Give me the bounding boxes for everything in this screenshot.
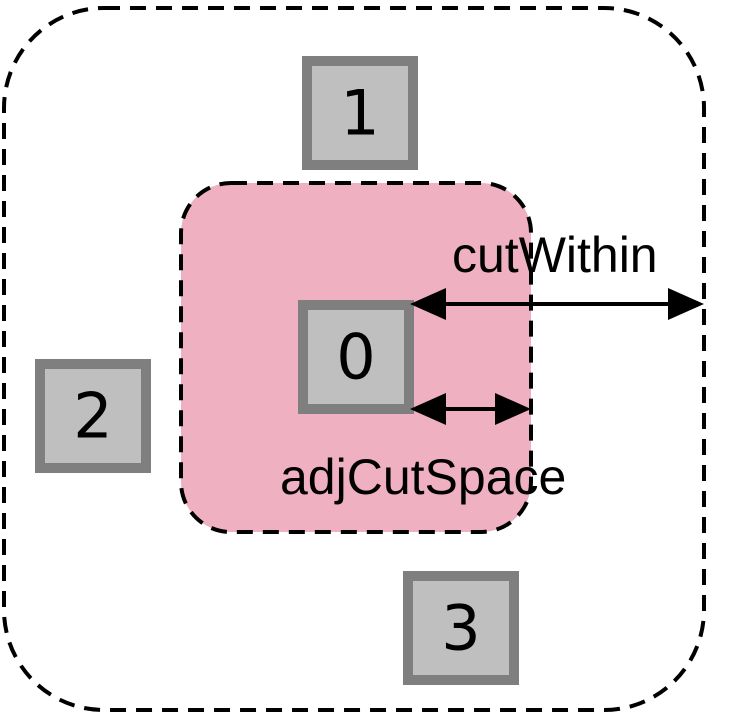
- cut-within-region: [2, 6, 706, 712]
- adj-cut-space-label: adjCutSpace: [280, 449, 566, 505]
- cut-within-arrowhead-left: [410, 288, 446, 320]
- adj-cut-space-arrowhead-right: [495, 393, 531, 425]
- cell-3: 3: [403, 571, 519, 685]
- cell-2-box: [35, 359, 151, 473]
- cell-3-box: [403, 571, 519, 685]
- cell-2: 2: [35, 359, 151, 473]
- cell-3-label: 3: [441, 592, 480, 665]
- cut-within-arrowhead-right: [668, 288, 704, 320]
- cell-0-box: [298, 300, 414, 414]
- cell-2-label: 2: [73, 380, 112, 453]
- adj-cut-space-arrowhead-left: [410, 393, 446, 425]
- cell-1-box: [302, 56, 418, 170]
- cell-1-label: 1: [340, 77, 379, 150]
- cut-within-label: cutWithin: [452, 227, 658, 283]
- cell-0-label: 0: [336, 321, 375, 394]
- cut-within-arrow: [410, 288, 704, 320]
- adj-cut-space-arrow: [410, 393, 531, 425]
- cell-1: 1: [302, 56, 418, 170]
- cell-0: 0: [298, 300, 414, 414]
